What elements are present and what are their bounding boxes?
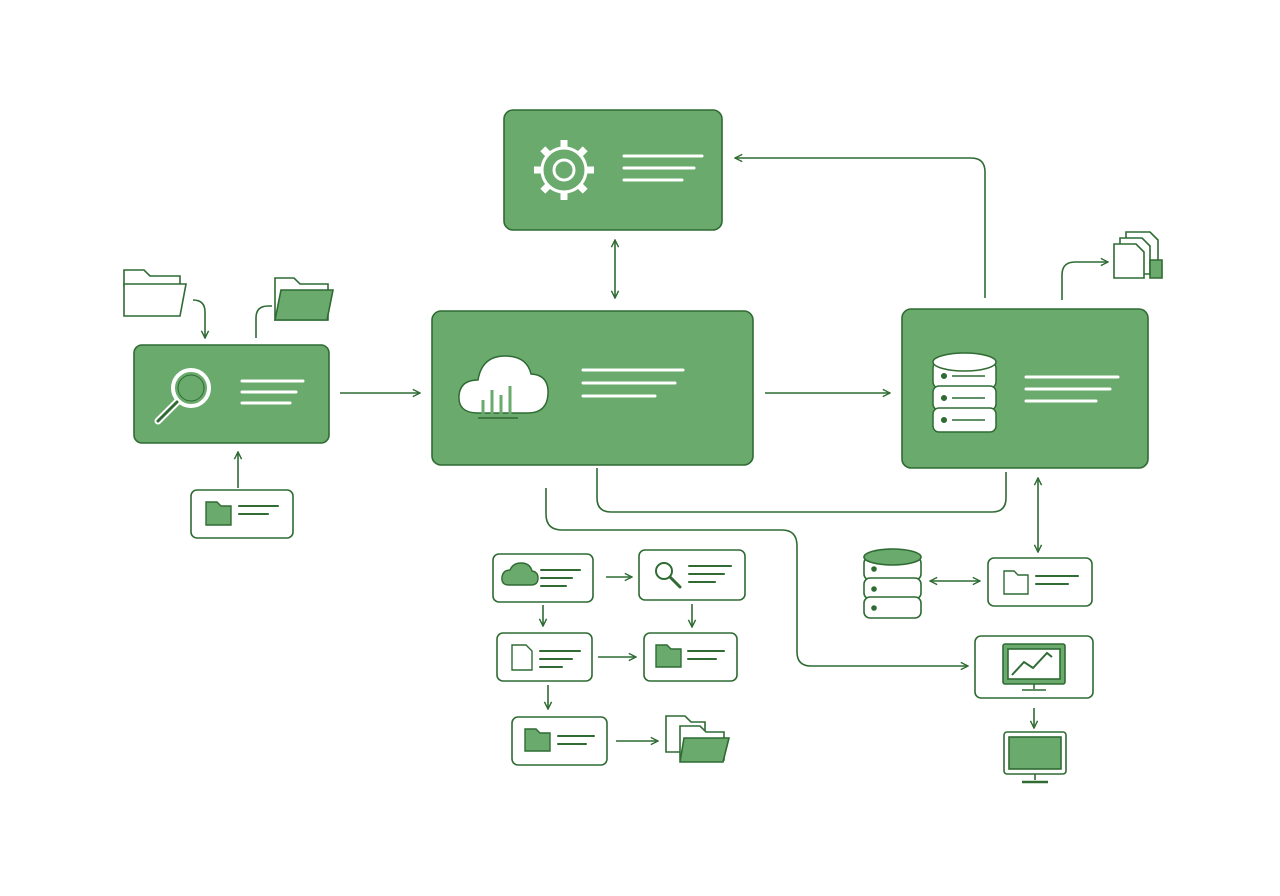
connector-database-docs: [1061, 262, 1108, 300]
document-card[interactable]: [496, 632, 593, 682]
folder-card-2-text-lines: [687, 650, 725, 660]
document-card-text-lines: [539, 650, 581, 668]
search-text-lines: [240, 379, 305, 405]
search-card[interactable]: [638, 549, 746, 601]
folder-icon: [655, 644, 682, 668]
folder-icon: [1003, 570, 1029, 595]
filled-folder-icon: [274, 277, 334, 321]
search-card-text-lines: [688, 565, 732, 583]
folder-icon: [524, 728, 551, 752]
open-folder-icon: [665, 715, 731, 763]
search-node[interactable]: [133, 344, 330, 444]
folder-icon: [205, 501, 232, 526]
connectors: [192, 158, 1108, 741]
database-icon: [863, 548, 922, 619]
folder-card-right-text-lines: [1035, 575, 1079, 585]
cloud-analytics-node[interactable]: [431, 310, 754, 466]
magnifier-icon: [655, 562, 682, 589]
settings-node[interactable]: [503, 109, 723, 231]
monitor-chart-icon: [1002, 643, 1066, 691]
monitor-icon: [1003, 731, 1067, 784]
folder-card-text-lines: [238, 505, 279, 515]
connector-cloud-to-monitor-loop: [545, 488, 968, 666]
cloud-icon: [501, 562, 539, 586]
folder-card-2[interactable]: [643, 632, 738, 682]
folder-card-right[interactable]: [987, 557, 1093, 607]
connector-open-folder-to-search: [192, 299, 205, 338]
cloud-chart-icon: [458, 355, 549, 419]
cloud-card-text-lines: [540, 569, 581, 587]
database-icon: [932, 352, 997, 433]
documents-icon: [1113, 231, 1163, 279]
gear-icon: [534, 140, 594, 200]
connector-database-to-settings: [735, 158, 986, 298]
magnifier-icon: [154, 368, 211, 425]
settings-text-lines: [622, 154, 704, 182]
folder-card-3-text-lines: [557, 735, 595, 745]
cloud-analytics-text-lines: [581, 368, 685, 398]
database-node[interactable]: [901, 308, 1149, 469]
connector-cloud-database-bottom: [596, 468, 1007, 513]
connector-search-to-filled-folder: [255, 305, 272, 338]
database-text-lines: [1024, 375, 1120, 403]
monitor-chart-card[interactable]: [974, 635, 1094, 699]
document-icon: [511, 644, 533, 671]
cloud-card[interactable]: [492, 553, 594, 603]
folder-card-3[interactable]: [511, 716, 608, 766]
folder-card[interactable]: [190, 489, 294, 539]
open-folder-icon: [123, 269, 187, 317]
